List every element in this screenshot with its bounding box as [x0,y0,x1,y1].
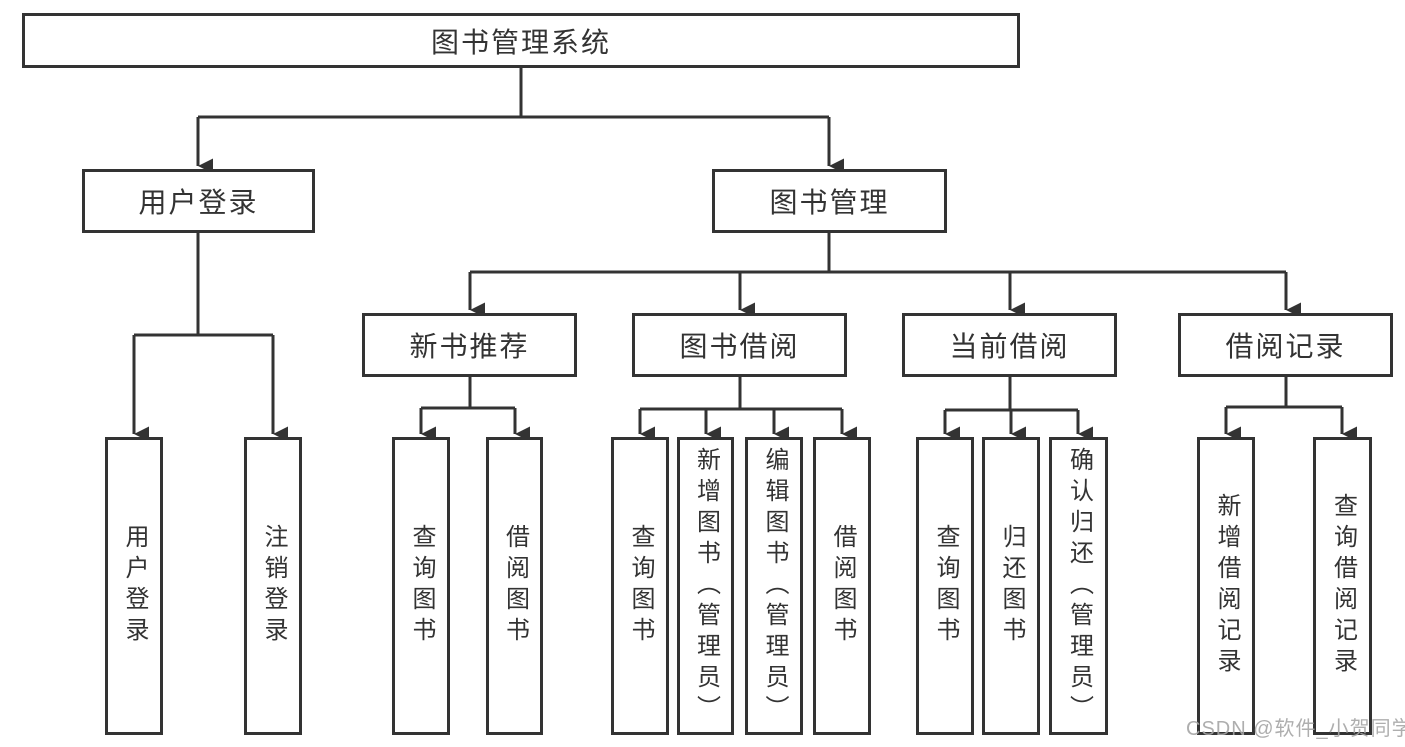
leaf-current-query-books-label: 查询图书 [932,524,959,648]
leaf-borrow-query-books-label: 查询图书 [627,524,654,648]
leaf-borrow-add-books-admin: 新增图书（管理员） [677,437,734,735]
csdn-watermark: CSDN @软件_小贺同学 [1186,718,1405,740]
leaf-records-add-record-label: 新增借阅记录 [1213,493,1240,679]
leaf-records-query-record: 查询借阅记录 [1313,437,1372,735]
leaf-logout-label: 注销登录 [260,524,287,648]
node-root-label: 图书管理系统 [430,26,611,58]
leaf-newbook-query-books-label: 查询图书 [408,524,435,648]
leaf-borrow-query-books: 查询图书 [611,437,669,735]
node-new-book-recommend: 新书推荐 [362,313,577,377]
leaf-current-return-books: 归还图书 [982,437,1040,735]
leaf-borrow-edit-books-admin-label: 编辑图书（管理员） [761,446,788,726]
node-book-borrow-label: 图书借阅 [679,331,800,362]
leaf-user-login-label: 用户登录 [121,524,148,648]
leaf-current-return-books-label: 归还图书 [998,524,1025,648]
node-book-management: 图书管理 [712,169,947,233]
node-current-borrow-label: 当前借阅 [949,331,1070,362]
leaf-user-login: 用户登录 [105,437,163,735]
node-current-borrow: 当前借阅 [902,313,1117,377]
leaf-borrow-borrow-books-label: 借阅图书 [829,524,856,648]
leaf-current-query-books: 查询图书 [916,437,974,735]
node-user-login: 用户登录 [82,169,315,233]
leaf-borrow-edit-books-admin: 编辑图书（管理员） [745,437,803,735]
node-user-login-label: 用户登录 [138,187,259,218]
leaf-records-add-record: 新增借阅记录 [1197,437,1255,735]
leaf-logout: 注销登录 [244,437,302,735]
leaf-newbook-borrow-books: 借阅图书 [486,437,543,735]
wire-group [132,68,1357,442]
leaf-newbook-query-books: 查询图书 [392,437,450,735]
leaf-current-confirm-return-admin-label: 确认归还（管理员） [1065,446,1093,726]
node-borrow-records-label: 借阅记录 [1225,331,1346,362]
node-new-book-recommend-label: 新书推荐 [409,331,530,362]
node-book-borrow: 图书借阅 [632,313,847,377]
leaf-borrow-borrow-books: 借阅图书 [813,437,871,735]
leaf-borrow-add-books-admin-label: 新增图书（管理员） [692,446,720,726]
leaf-records-query-record-label: 查询借阅记录 [1329,493,1357,679]
node-root-system: 图书管理系统 [22,13,1020,68]
leaf-newbook-borrow-books-label: 借阅图书 [501,524,529,648]
node-book-management-label: 图书管理 [769,187,890,218]
node-borrow-records: 借阅记录 [1178,313,1393,377]
leaf-current-confirm-return-admin: 确认归还（管理员） [1049,437,1108,735]
